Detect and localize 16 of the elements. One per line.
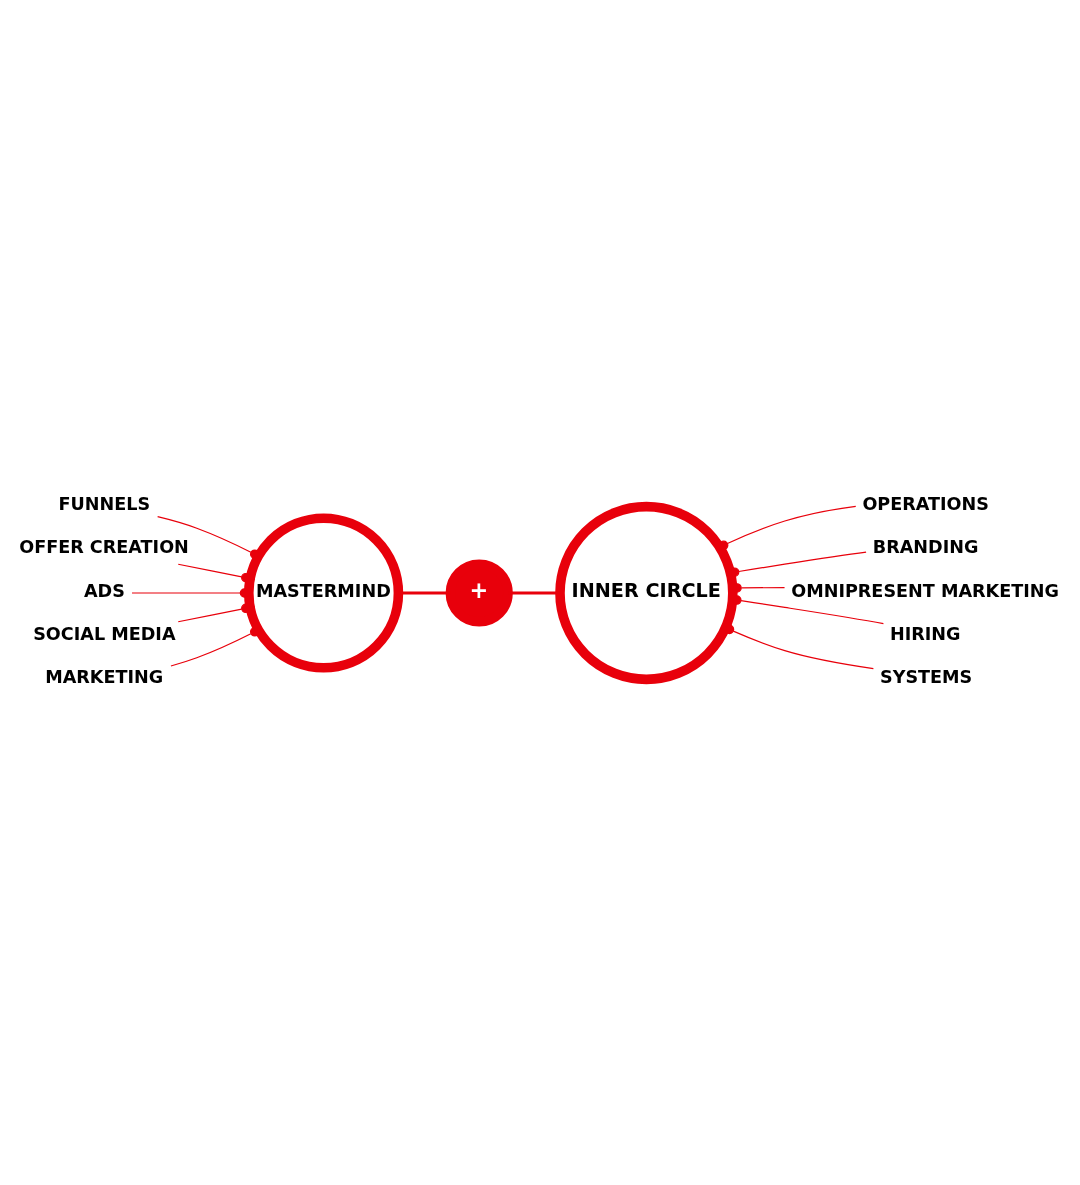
- connector: [718, 505, 857, 550]
- node-circle: MASTERMIND: [244, 512, 404, 673]
- node-text: OFFER CREATION: [19, 536, 189, 557]
- node-circle: +: [445, 558, 513, 627]
- node-text: FUNNELS: [58, 493, 151, 514]
- node-text: HIRING: [890, 623, 961, 644]
- node-text: SYSTEMS: [880, 666, 973, 687]
- node-text: ADS: [84, 580, 125, 601]
- connector: [170, 626, 260, 667]
- node-text: OMNIPRESENT MARKETING: [791, 580, 1059, 601]
- connector: [724, 624, 874, 669]
- node-text: OPERATIONS: [862, 493, 989, 514]
- node-text: SOCIAL MEDIA: [33, 623, 176, 644]
- node-text: MARKETING: [45, 666, 164, 687]
- connector: [157, 515, 260, 559]
- node-text: BRANDING: [872, 536, 979, 557]
